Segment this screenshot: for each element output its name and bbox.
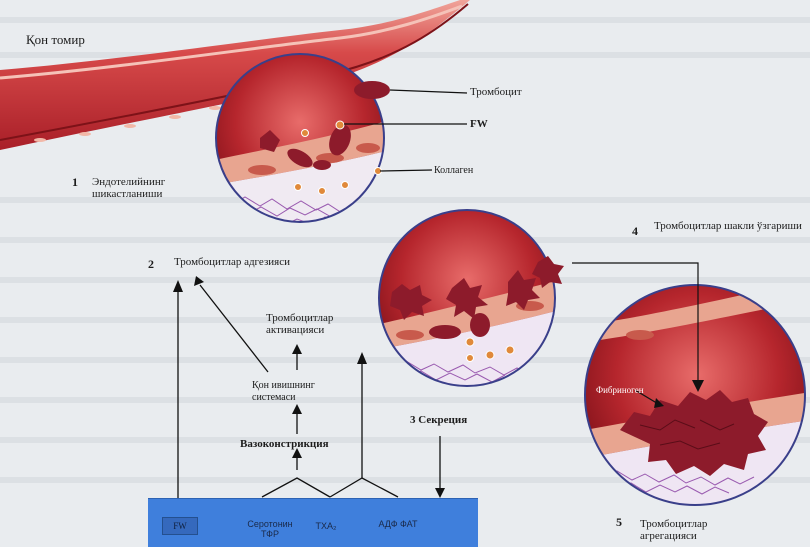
activation-label: Тромбоцитлар активацияси xyxy=(266,312,376,336)
thrombocyte-label: Тромбоцит xyxy=(470,86,522,98)
fibrinogen-label: Фибриноген xyxy=(596,384,644,396)
step5-number: 5 xyxy=(616,516,622,528)
mediator-bar: FW Серотонин ТФР TXA₂ АДФ ФАТ xyxy=(148,498,478,547)
fw-box: FW xyxy=(162,517,198,535)
step5-label: Тромбоцитлар агрегацияси xyxy=(640,518,750,542)
vasoconstriction-label: Вазоконстрикция xyxy=(240,438,329,450)
step2-number: 2 xyxy=(148,258,154,270)
step2-label: Тромбоцитлар адгезияси xyxy=(174,256,290,268)
adp-label: АДФ ФАТ xyxy=(378,519,418,529)
step4-label: Тромбоцитлар шакли ўзгариши xyxy=(654,220,804,232)
step1-label: Эндотелийнинг шикастланиши xyxy=(92,176,202,200)
collagen-label: Коллаген xyxy=(434,165,473,177)
step4-number: 4 xyxy=(632,225,638,237)
coag-system-label: Қон ивишнинг системаси xyxy=(252,380,342,404)
serotonin-label: Серотонин ТФР xyxy=(240,519,300,539)
fw-label: FW xyxy=(470,118,488,130)
step1-number: 1 xyxy=(72,176,78,188)
vessel-label: Қон томир xyxy=(26,34,85,46)
platelet-shape xyxy=(354,81,390,99)
step3-label: 3 Секреция xyxy=(410,414,467,426)
txa-label: TXA₂ xyxy=(306,521,346,531)
fw-box-label: FW xyxy=(163,518,197,534)
